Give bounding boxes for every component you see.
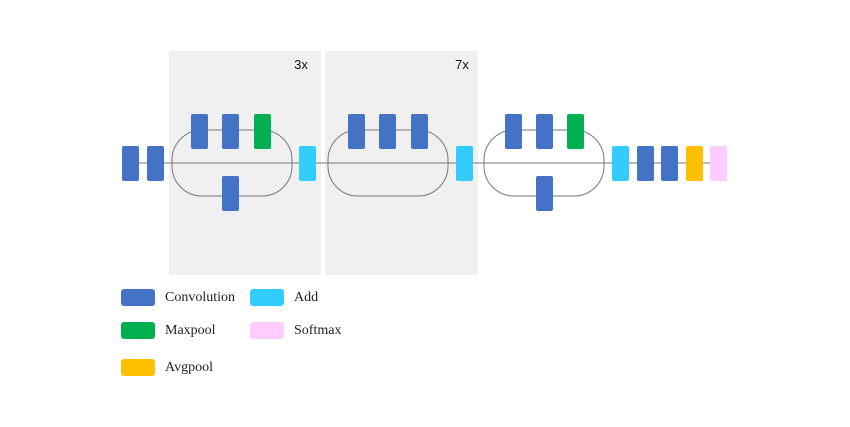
entry-conv-1 (122, 146, 139, 181)
exit-conv-2 (661, 146, 678, 181)
block1-add (299, 146, 316, 181)
legend-item-add: Add (250, 289, 318, 306)
legend-label-avgpool: Avgpool (165, 359, 213, 375)
block2-conv-1 (348, 114, 365, 149)
legend-swatch-add (250, 289, 284, 306)
legend-label-softmax: Softmax (294, 322, 342, 338)
repeat-label-7x: 7x (455, 57, 469, 72)
legend-swatch-softmax (250, 322, 284, 339)
legend-swatch-maxpool (121, 322, 155, 339)
block3-add (612, 146, 629, 181)
legend-label-maxpool: Maxpool (165, 322, 216, 338)
legend-item-maxpool: Maxpool (121, 322, 216, 339)
block1-maxpool (254, 114, 271, 149)
legend-item-convolution: Convolution (121, 289, 235, 306)
exit-softmax (710, 146, 727, 181)
block3-conv-1 (505, 114, 522, 149)
block1-conv-1 (191, 114, 208, 149)
block1-shortcut-conv (222, 176, 239, 211)
block3-maxpool (567, 114, 584, 149)
legend-label-convolution: Convolution (165, 289, 236, 305)
legend-item-avgpool: Avgpool (121, 359, 213, 376)
repeat-label-3x: 3x (294, 57, 308, 72)
block1-conv-2 (222, 114, 239, 149)
legend-swatch-avgpool (121, 359, 155, 376)
exit-avgpool (686, 146, 703, 181)
legend-item-softmax: Softmax (250, 322, 341, 339)
block3-shortcut-conv (536, 176, 553, 211)
exit-conv-1 (637, 146, 654, 181)
entry-conv-2 (147, 146, 164, 181)
legend-swatch-convolution (121, 289, 155, 306)
legend-label-add: Add (294, 289, 319, 305)
block2-conv-2 (379, 114, 396, 149)
block2-add (456, 146, 473, 181)
block3-conv-2 (536, 114, 553, 149)
block2-conv-3 (411, 114, 428, 149)
